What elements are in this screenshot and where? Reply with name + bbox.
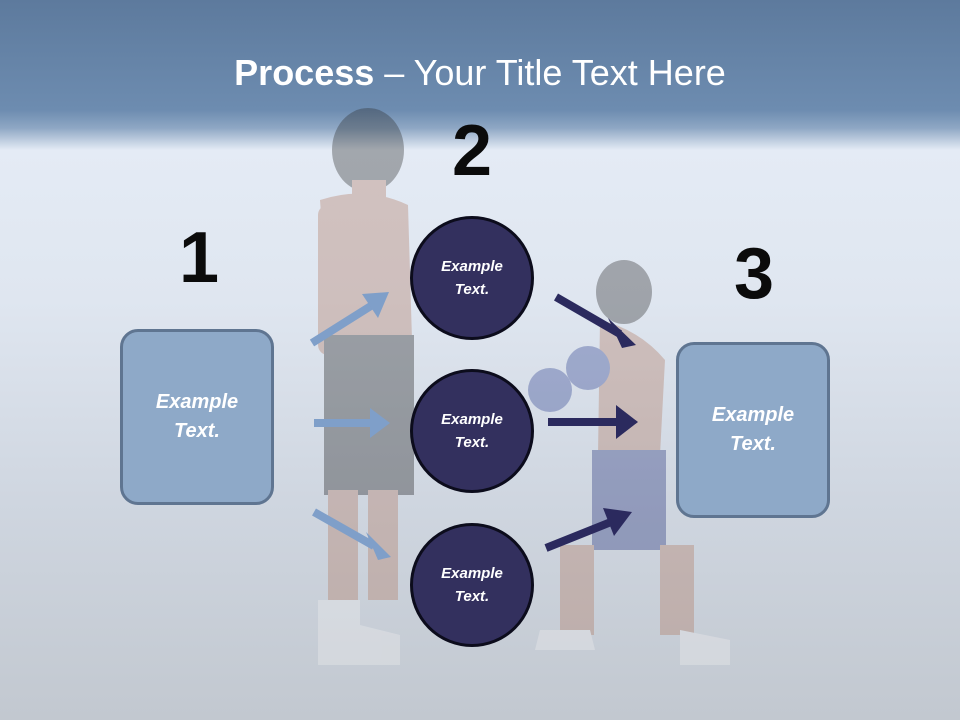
- circle-top-line1: Example: [441, 258, 503, 275]
- step-number-2: 2: [451, 111, 493, 191]
- arrow-left-middle: [314, 408, 390, 438]
- arrow-right-down: [553, 293, 636, 348]
- step-box-1-line1: Example: [155, 391, 239, 413]
- circle-middle-line2: Text.: [454, 434, 490, 451]
- circle-middle-line1: Example: [441, 411, 503, 428]
- step-number-3: 3: [733, 234, 775, 314]
- arrow-right-middle: [548, 405, 638, 439]
- process-circle-middle[interactable]: Example Text.: [410, 369, 534, 493]
- arrow-right-up: [544, 508, 632, 552]
- step-box-3-line2: Text.: [730, 433, 776, 455]
- step-box-1-text: Example Text.: [156, 388, 238, 446]
- arrow-left-up: [309, 292, 389, 347]
- circle-top-line2: Text.: [454, 281, 490, 298]
- arrow-left-down: [312, 508, 391, 560]
- process-circle-top[interactable]: Example Text.: [410, 216, 534, 340]
- process-circle-bottom[interactable]: Example Text.: [410, 523, 534, 647]
- circle-top-text: Example Text.: [441, 255, 503, 301]
- step-number-1: 1: [178, 218, 220, 298]
- step-box-1[interactable]: Example Text.: [120, 329, 274, 505]
- circle-middle-text: Example Text.: [441, 408, 503, 454]
- slide-title: Process – Your Title Text Here: [0, 52, 960, 94]
- circle-bottom-line2: Text.: [454, 588, 490, 605]
- step-box-3-line1: Example: [711, 404, 795, 426]
- title-rest: – Your Title Text Here: [374, 52, 726, 93]
- step-box-1-line2: Text.: [174, 420, 220, 442]
- step-box-3[interactable]: Example Text.: [676, 342, 830, 518]
- circle-bottom-line1: Example: [441, 565, 503, 582]
- step-box-3-text: Example Text.: [712, 401, 794, 459]
- title-bold: Process: [234, 52, 375, 93]
- circle-bottom-text: Example Text.: [441, 562, 503, 608]
